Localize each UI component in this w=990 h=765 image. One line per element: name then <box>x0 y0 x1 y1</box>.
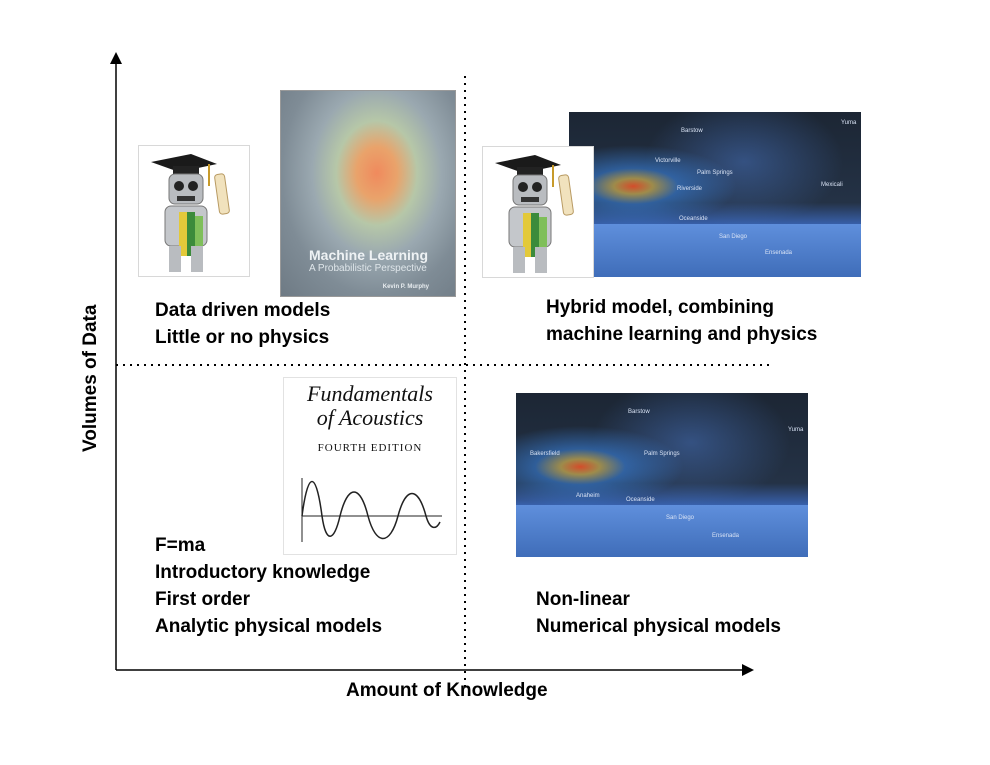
map-town: Anaheim <box>576 493 600 499</box>
top-left-label: Data driven models Little or no physics <box>155 297 330 351</box>
ml-book-author: Kevin P. Murphy <box>382 284 429 290</box>
map-town: Barstow <box>628 409 650 415</box>
top-left-line2: Little or no physics <box>155 327 330 348</box>
acoustics-edition: FOURTH EDITION <box>317 442 423 454</box>
bottom-right-label: Non-linear Numerical physical models <box>536 586 781 640</box>
bottom-left-line3: First order <box>155 589 251 610</box>
bottom-right-line2: Numerical physical models <box>536 616 781 637</box>
map-town: Victorville <box>655 158 681 164</box>
map-town: Mexicali <box>821 182 843 188</box>
map-town: Barstow <box>681 128 703 134</box>
map-town: San Diego <box>719 234 748 240</box>
x-axis-title: Amount of Knowledge <box>346 680 548 701</box>
map-town: Palm Springs <box>644 451 680 457</box>
map-image-top-right: Barstow Victorville Palm Springs Riversi… <box>569 112 861 277</box>
robot-image-top-left <box>138 145 250 277</box>
ml-book-subtitle: A Probabilistic Perspective <box>309 263 427 274</box>
top-right-label: Hybrid model, combining machine learning… <box>546 294 817 348</box>
acoustics-title-line2: of Acoustics <box>316 405 424 430</box>
top-left-line1: Data driven models <box>155 300 331 321</box>
bottom-left-label: F=ma Introductory knowledge First order … <box>155 532 382 640</box>
robot-image-top-right <box>482 146 594 278</box>
bottom-left-line1: F=ma <box>155 535 206 556</box>
robot-graduate-icon <box>151 154 230 272</box>
map-sea <box>516 504 808 557</box>
map-town: Ensenada <box>765 250 793 256</box>
map-image-bottom-right: Barstow Bakersfield Palm Springs Anaheim… <box>516 393 808 557</box>
map-town: Ensenada <box>712 533 740 539</box>
map-sea <box>569 224 861 277</box>
map-town: Oceanside <box>679 216 708 222</box>
y-axis-title: Volumes of Data <box>80 304 101 452</box>
book-cover-fundamentals-of-acoustics: Fundamentals of Acoustics FOURTH EDITION <box>283 377 457 555</box>
book-cover-machine-learning: Machine Learning A Probabilistic Perspec… <box>280 90 456 297</box>
map-town: Oceanside <box>626 497 655 503</box>
bottom-left-line2: Introductory knowledge <box>155 562 371 583</box>
waveform-icon <box>301 478 442 542</box>
map-town: Riverside <box>677 186 703 192</box>
ml-book-title: Machine Learning <box>309 247 429 263</box>
robot-graduate-icon <box>495 155 574 273</box>
map-town: Yuma <box>788 427 804 433</box>
bottom-right-line1: Non-linear <box>536 589 630 610</box>
top-right-line2: machine learning and physics <box>546 324 818 345</box>
map-town: Palm Springs <box>697 170 733 176</box>
top-right-line1: Hybrid model, combining <box>546 297 775 318</box>
acoustics-title-line1: Fundamentals <box>307 381 433 406</box>
map-town: Bakersfield <box>530 451 560 457</box>
bottom-left-line4: Analytic physical models <box>155 616 383 637</box>
map-town: San Diego <box>666 515 695 521</box>
map-town: Yuma <box>841 120 857 126</box>
